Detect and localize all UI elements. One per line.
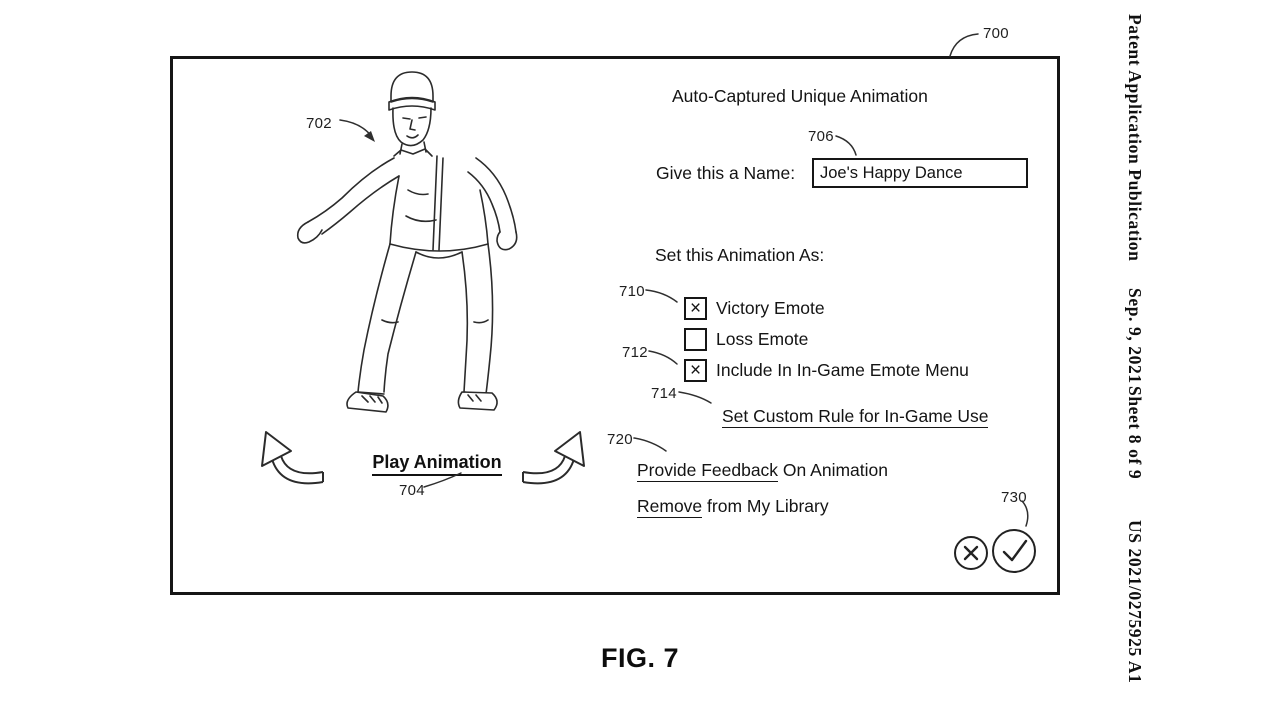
- animation-panel: [170, 56, 1060, 595]
- action-buttons: [954, 529, 1036, 573]
- header-date: Sep. 9, 2021: [1125, 288, 1145, 384]
- checkbox-victory-emote[interactable]: ×: [684, 297, 707, 320]
- header-doc-number: US 2021/0275925 A1: [1125, 520, 1145, 684]
- figure-caption: FIG. 7: [600, 643, 679, 673]
- x-icon: [963, 545, 979, 561]
- leader-700: [949, 33, 979, 57]
- ref-700: 700: [983, 25, 1009, 42]
- ref-710: 710: [619, 283, 645, 300]
- header-sheet: Sheet 8 of 9: [1125, 386, 1145, 480]
- checkbox-loss-emote[interactable]: [684, 328, 707, 351]
- provide-feedback-link[interactable]: Provide Feedback: [637, 460, 779, 482]
- header-publication: Patent Application Publication: [1125, 14, 1145, 262]
- ref-706: 706: [808, 128, 834, 145]
- checkbox-include-label: Include In In-Game Emote Menu: [716, 360, 969, 380]
- play-animation-button[interactable]: Play Animation: [352, 452, 522, 476]
- confirm-button[interactable]: [992, 529, 1036, 573]
- ref-704: 704: [399, 482, 425, 499]
- checkbox-victory-label: Victory Emote: [716, 298, 825, 318]
- hat: [390, 71, 434, 103]
- name-label: Give this a Name:: [656, 163, 796, 183]
- ref-720: 720: [607, 431, 633, 448]
- feedback-suffix: On Animation: [778, 460, 888, 480]
- ref-702: 702: [306, 115, 332, 132]
- set-as-heading: Set this Animation As:: [655, 245, 825, 265]
- cancel-button[interactable]: [954, 536, 988, 570]
- ref-730: 730: [1001, 489, 1027, 506]
- ref-712: 712: [622, 344, 648, 361]
- ref-714: 714: [651, 385, 677, 402]
- character-drawing: [296, 71, 518, 413]
- panel-title: Auto-Captured Unique Animation: [672, 86, 928, 106]
- remove-suffix: from My Library: [702, 496, 829, 516]
- checkbox-include-menu[interactable]: ×: [684, 359, 707, 382]
- remove-link[interactable]: Remove: [637, 496, 703, 518]
- animation-name-input[interactable]: [812, 158, 1028, 188]
- checkbox-loss-label: Loss Emote: [716, 329, 809, 349]
- check-icon: [1002, 539, 1028, 562]
- custom-rule-link[interactable]: Set Custom Rule for In-Game Use: [722, 406, 989, 428]
